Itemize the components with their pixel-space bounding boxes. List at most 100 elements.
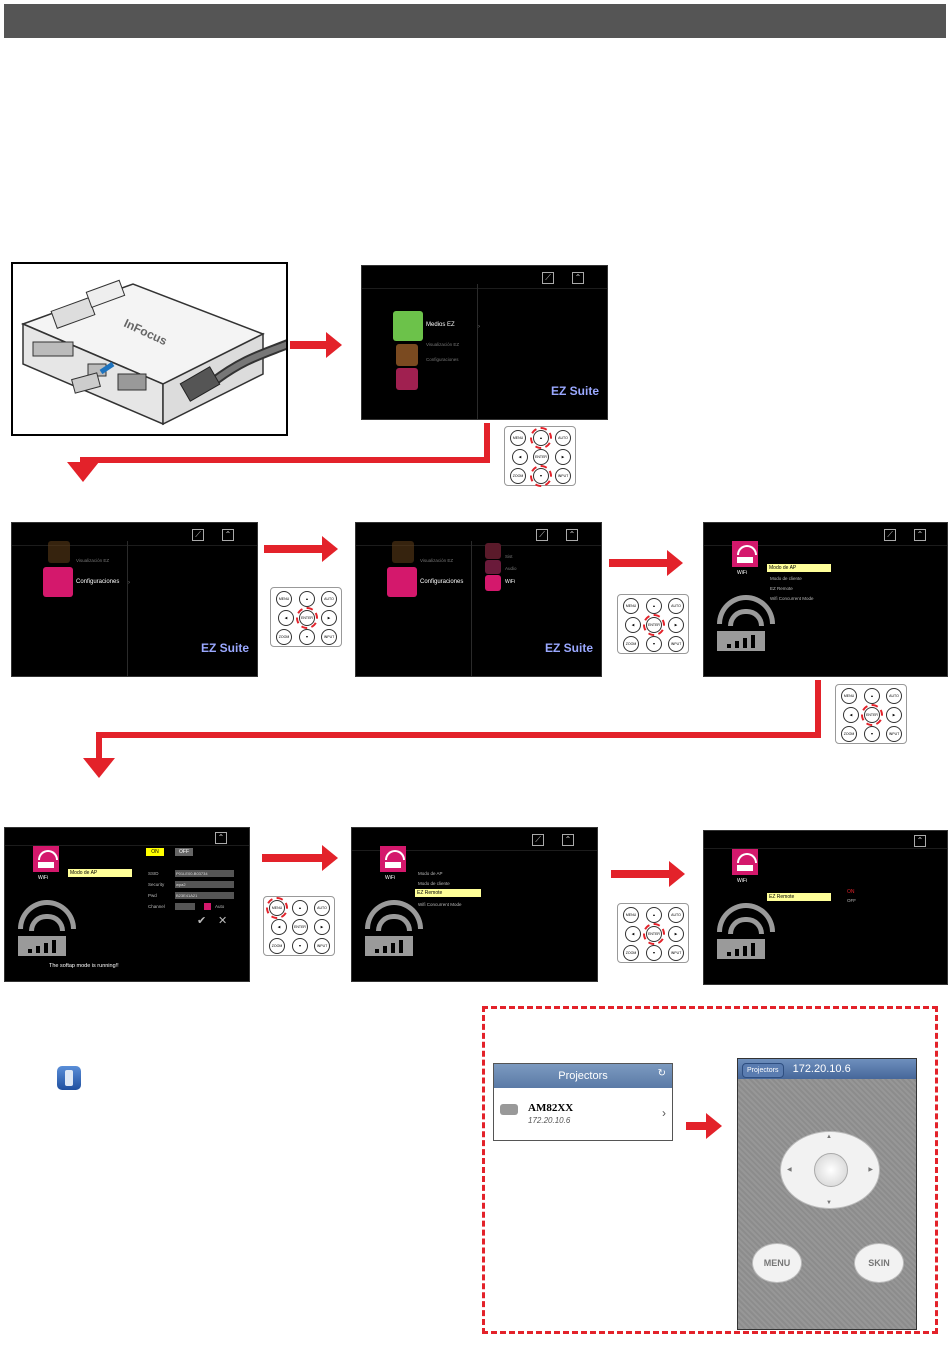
down-key: ▼ [292,938,308,954]
ok-button[interactable] [814,1153,848,1187]
confirm-icon[interactable]: ✔ [197,915,207,927]
remote-control: MENU ▲ AUTO ◀ ENTER ▶ ZOOM ▼ INPUT [617,594,689,654]
submenu-item[interactable]: Audio [505,566,517,571]
down-key: ▼ [646,636,662,652]
ssid-field[interactable]: P01LE00-B03734 [175,870,234,877]
menu-item[interactable]: Wifi Concurrent Mode [418,902,462,907]
wifi-label: WiFi [737,878,747,884]
password-field[interactable]: B23E41A21 [175,892,234,899]
down-arrow-icon[interactable]: ▼ [826,1200,832,1206]
remote-control: MENU ▲ AUTO ◀ ENTER ▶ ZOOM ▼ INPUT [504,426,576,487]
menu-item[interactable]: Configuraciones [76,579,120,585]
menu-button[interactable]: MENU [752,1243,802,1283]
display-icon [396,344,418,366]
menu-item[interactable]: Medios EZ [426,322,455,328]
menu-item[interactable]: Configuraciones [420,579,464,585]
media-icon [393,311,423,341]
arrow-right [262,845,338,871]
refresh-icon[interactable]: ↻ [657,1068,666,1079]
menu-item[interactable]: Visualización EZ [420,558,454,563]
signal-icon: ⟋ [536,529,548,541]
exit-icon: ⌃ [566,529,578,541]
skin-button[interactable]: SKIN [854,1243,904,1283]
menu-item-selected[interactable]: EZ Remote [415,889,481,897]
menu-item[interactable]: Configuraciones [426,357,459,362]
zoom-key: ZOOM [841,726,857,742]
remote-control: MENU ▲ AUTO ◀ ENTER ▶ ZOOM ▼ INPUT [617,903,689,963]
menu-item[interactable]: EZ Remote [770,586,793,591]
exit-icon: ⌃ [914,529,926,541]
menu-key: MENU [266,897,288,919]
menu-item[interactable]: Visualización EZ [426,342,460,347]
connector-line [815,680,821,738]
menu-item[interactable]: Visualización EZ [76,558,110,563]
auto-key: AUTO [314,900,330,916]
projector-list: Projectors ↻ AM82XX 172.20.10.6 › [493,1063,673,1141]
on-option[interactable]: ON [847,889,855,895]
arrow-down [67,462,99,482]
enter-key: ENTER [643,614,665,636]
input-key: INPUT [314,938,330,954]
wifi-icon [732,849,758,875]
auto-key: AUTO [668,598,684,614]
menu-item[interactable]: Modo de AP [418,871,443,876]
enter-key: ENTER [533,449,549,465]
input-key: INPUT [321,629,337,645]
settings-icon [43,567,73,597]
cancel-icon[interactable]: ✕ [218,915,228,927]
up-key: ▲ [299,591,315,607]
right-arrow-icon[interactable]: ▶ [868,1167,873,1173]
dpad[interactable]: ▲ ▼ ◀ ▶ [780,1131,880,1209]
audio-icon [485,560,501,574]
arrow-right [611,861,685,887]
zoom-key: ZOOM [623,636,639,652]
settings-icon [396,368,418,390]
settings-icon [387,567,417,597]
wifi-icon [732,541,758,567]
input-key: INPUT [668,636,684,652]
auto-checkbox[interactable] [204,903,211,910]
right-key: ▶ [555,449,571,465]
enter-key: ENTER [643,923,665,945]
down-key: ▼ [299,629,315,645]
menu-item-selected[interactable]: Modo de AP [767,564,831,572]
chevron-right-icon: › [478,324,480,330]
security-field[interactable]: wpa2 [175,881,234,888]
exit-icon: ⌃ [572,272,584,284]
right-key: ▶ [886,707,902,723]
wifi-label: WiFi [38,875,48,881]
ip-label: 172.20.10.6 [792,1063,851,1075]
projector-list-item[interactable]: AM82XX 172.20.10.6 › [494,1088,672,1140]
menu-item-selected[interactable]: EZ Remote [767,893,831,901]
auto-label: Auto [215,904,225,909]
signal-icon: ⟋ [542,272,554,284]
exit-icon: ⌃ [562,834,574,846]
remote-control: MENU ▲ AUTO ◀ ENTER ▶ ZOOM ▼ INPUT [835,684,907,744]
wifi-signal-icon [728,917,764,934]
ez-suite-screen: ⟋ ⌃ Medios EZ Visualización EZ Configura… [361,265,608,420]
menu-item[interactable]: Modo de cliente [418,881,450,886]
signal-icon: ⟋ [192,529,204,541]
enter-key: ENTER [292,919,308,935]
left-key: ◀ [271,919,287,935]
up-arrow-icon[interactable]: ▲ [826,1134,832,1140]
submenu-item[interactable]: WiFi [505,579,515,585]
off-option[interactable]: OFF [847,898,856,903]
off-toggle[interactable]: OFF [175,848,193,856]
submenu-item[interactable]: Sist [505,554,513,559]
signal-icon: ⟋ [532,834,544,846]
menu-item[interactable]: Modo de cliente [770,576,802,581]
channel-field[interactable] [175,903,195,910]
projector-icon [500,1104,518,1115]
phone-remote: Projectors 172.20.10.6 ▲ ▼ ◀ ▶ MENU SKIN [737,1058,917,1330]
signal-bars-icon [717,631,765,651]
wifi-signal-icon [728,609,764,626]
brand-label: EZ Suite [551,384,600,398]
menu-item-selected[interactable]: Modo de AP [68,869,132,877]
auto-key: AUTO [321,591,337,607]
up-key: ▲ [646,598,662,614]
on-toggle[interactable]: ON [146,848,164,856]
back-button[interactable]: Projectors [742,1063,784,1078]
menu-item[interactable]: Wifi Concurrent Mode [770,596,814,601]
left-arrow-icon[interactable]: ◀ [787,1167,792,1173]
